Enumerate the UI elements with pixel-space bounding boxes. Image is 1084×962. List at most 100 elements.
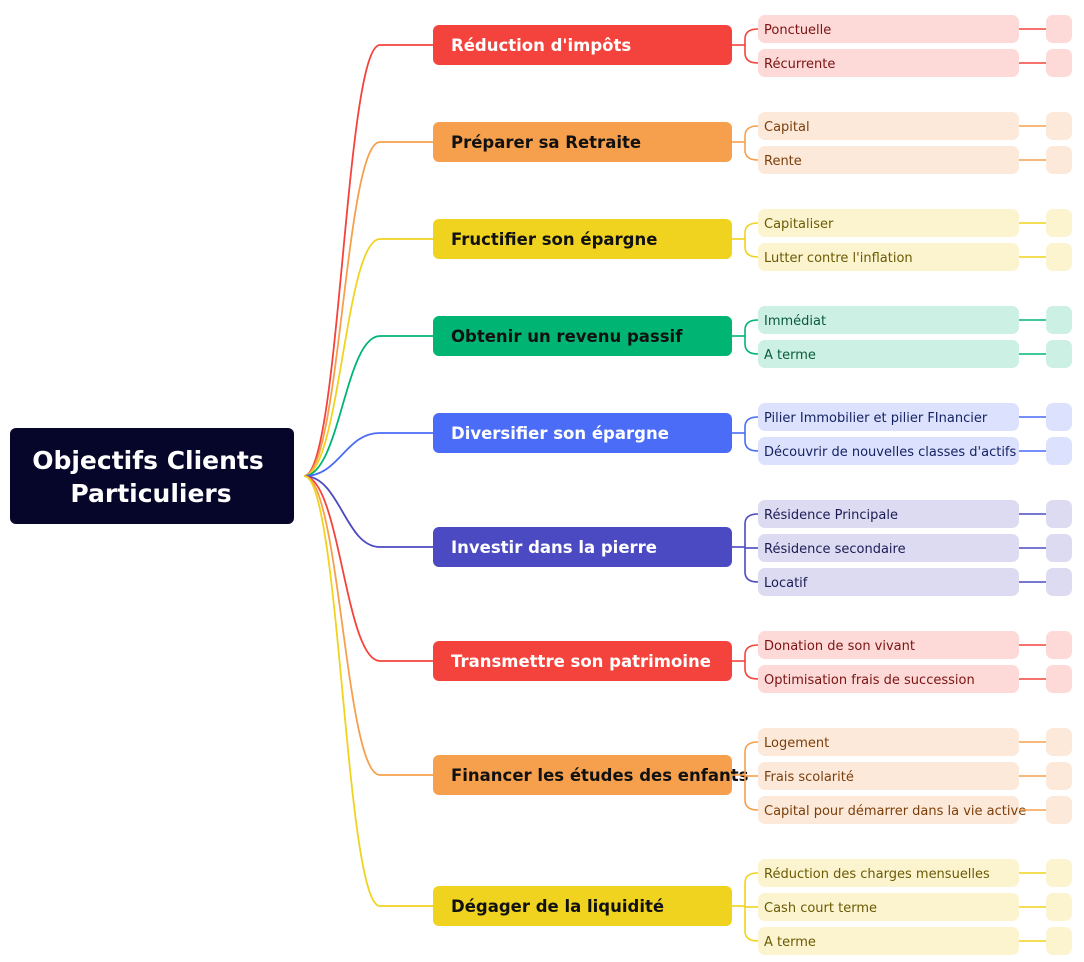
branches: Réduction d'impôts PonctuelleRécurrentePr… bbox=[433, 15, 1072, 955]
branch-connector bbox=[303, 475, 433, 662]
branch-label: Investir dans la pierre bbox=[451, 538, 657, 557]
leaf-label: Pilier Immobilier et pilier FInancier bbox=[764, 411, 988, 426]
central-title-line-2: Particuliers bbox=[70, 479, 231, 508]
leaf-label: A terme bbox=[764, 348, 816, 363]
leaf-tail-node[interactable] bbox=[1046, 893, 1072, 921]
leaf-node[interactable] bbox=[758, 665, 1019, 693]
leaf-node[interactable] bbox=[758, 243, 1019, 271]
leaf-node[interactable] bbox=[758, 927, 1019, 955]
leaf-bus bbox=[744, 125, 759, 161]
leaf-label: Capitaliser bbox=[764, 217, 834, 232]
connectors bbox=[303, 44, 433, 907]
branch-node[interactable] bbox=[433, 219, 732, 259]
leaf-tail-node[interactable] bbox=[1046, 568, 1072, 596]
leaf-bus bbox=[744, 416, 759, 452]
branch-label: Obtenir un revenu passif bbox=[451, 327, 683, 346]
leaf-tail-node[interactable] bbox=[1046, 146, 1072, 174]
leaf-node[interactable] bbox=[758, 859, 1019, 887]
leaf-node[interactable] bbox=[758, 49, 1019, 77]
branch-node[interactable] bbox=[433, 886, 732, 926]
branch-label: Préparer sa Retraite bbox=[451, 133, 641, 152]
leaf-node[interactable] bbox=[758, 762, 1019, 790]
leaf-label: Cash court terme bbox=[764, 901, 877, 916]
leaf-node[interactable] bbox=[758, 728, 1019, 756]
leaf-label: Immédiat bbox=[764, 314, 826, 329]
branch-node[interactable] bbox=[433, 413, 732, 453]
leaf-label: Frais scolarité bbox=[764, 770, 854, 785]
leaf-node[interactable] bbox=[758, 534, 1019, 562]
leaf-label: Capital pour démarrer dans la vie active bbox=[764, 804, 1026, 819]
leaf-tail-node[interactable] bbox=[1046, 927, 1072, 955]
leaf-tail-node[interactable] bbox=[1046, 762, 1072, 790]
leaf-bus bbox=[744, 222, 759, 258]
branch-node[interactable] bbox=[433, 25, 732, 65]
leaf-label: Découvrir de nouvelles classes d'actifs bbox=[764, 445, 1017, 460]
branch-node[interactable] bbox=[433, 316, 732, 356]
leaf-node[interactable] bbox=[758, 209, 1019, 237]
branch-label: Financer les études des enfants bbox=[451, 766, 749, 785]
leaf-tail-node[interactable] bbox=[1046, 112, 1072, 140]
leaf-node[interactable] bbox=[758, 437, 1019, 465]
leaf-tail-node[interactable] bbox=[1046, 15, 1072, 43]
leaf-label: A terme bbox=[764, 935, 816, 950]
branch-group: Fructifier son épargne CapitaliserLutter … bbox=[433, 209, 1072, 271]
branch-node[interactable] bbox=[433, 122, 732, 162]
leaf-label: Capital bbox=[764, 120, 810, 135]
leaf-node[interactable] bbox=[758, 112, 1019, 140]
leaf-label: Locatif bbox=[764, 576, 808, 591]
branch-node[interactable] bbox=[433, 527, 732, 567]
leaf-node[interactable] bbox=[758, 15, 1019, 43]
leaf-label: Réduction des charges mensuelles bbox=[764, 867, 990, 882]
leaf-tail-node[interactable] bbox=[1046, 209, 1072, 237]
leaf-tail-node[interactable] bbox=[1046, 665, 1072, 693]
leaf-tail-node[interactable] bbox=[1046, 500, 1072, 528]
branch-connector bbox=[303, 475, 433, 548]
leaf-tail-node[interactable] bbox=[1046, 306, 1072, 334]
branch-connector bbox=[303, 238, 433, 477]
leaf-node[interactable] bbox=[758, 403, 1019, 431]
leaf-tail-node[interactable] bbox=[1046, 796, 1072, 824]
leaf-label: Résidence Principale bbox=[764, 508, 898, 523]
central-node[interactable]: Objectifs Clients Particuliers bbox=[10, 428, 294, 524]
leaf-tail-node[interactable] bbox=[1046, 534, 1072, 562]
branch-group: Obtenir un revenu passif Immédiat A terme bbox=[433, 306, 1072, 368]
central-title-line-1: Objectifs Clients bbox=[32, 446, 264, 475]
branch-connector bbox=[303, 335, 433, 477]
leaf-node[interactable] bbox=[758, 340, 1019, 368]
leaf-tail-node[interactable] bbox=[1046, 859, 1072, 887]
leaf-tail-node[interactable] bbox=[1046, 631, 1072, 659]
branch-node[interactable] bbox=[433, 641, 732, 681]
branch-connector bbox=[303, 141, 433, 477]
leaf-label: Lutter contre l'inflation bbox=[764, 251, 913, 266]
branch-group: Investir dans la pierre Résidence Princip… bbox=[433, 500, 1072, 596]
leaf-tail-node[interactable] bbox=[1046, 403, 1072, 431]
leaf-label: Ponctuelle bbox=[764, 23, 831, 38]
leaf-node[interactable] bbox=[758, 796, 1019, 824]
leaf-node[interactable] bbox=[758, 568, 1019, 596]
central-node-box bbox=[10, 428, 294, 524]
leaf-bus bbox=[744, 28, 759, 64]
leaf-tail-node[interactable] bbox=[1046, 728, 1072, 756]
leaf-label: Rente bbox=[764, 154, 802, 169]
leaf-label: Logement bbox=[764, 736, 829, 751]
leaf-label: Optimisation frais de succession bbox=[764, 673, 975, 688]
branch-node[interactable] bbox=[433, 755, 732, 795]
leaf-node[interactable] bbox=[758, 146, 1019, 174]
leaf-bus bbox=[744, 319, 759, 355]
branch-label: Fructifier son épargne bbox=[451, 230, 657, 249]
branch-label: Diversifier son épargne bbox=[451, 424, 669, 443]
branch-label: Réduction d'impôts bbox=[451, 36, 631, 55]
leaf-label: Récurrente bbox=[764, 57, 835, 72]
leaf-node[interactable] bbox=[758, 500, 1019, 528]
leaf-node[interactable] bbox=[758, 631, 1019, 659]
leaf-node[interactable] bbox=[758, 306, 1019, 334]
leaf-tail-node[interactable] bbox=[1046, 340, 1072, 368]
branch-label: Transmettre son patrimoine bbox=[451, 652, 711, 671]
leaf-tail-node[interactable] bbox=[1046, 437, 1072, 465]
leaf-tail-node[interactable] bbox=[1046, 49, 1072, 77]
leaf-tail-node[interactable] bbox=[1046, 243, 1072, 271]
leaf-node[interactable] bbox=[758, 893, 1019, 921]
